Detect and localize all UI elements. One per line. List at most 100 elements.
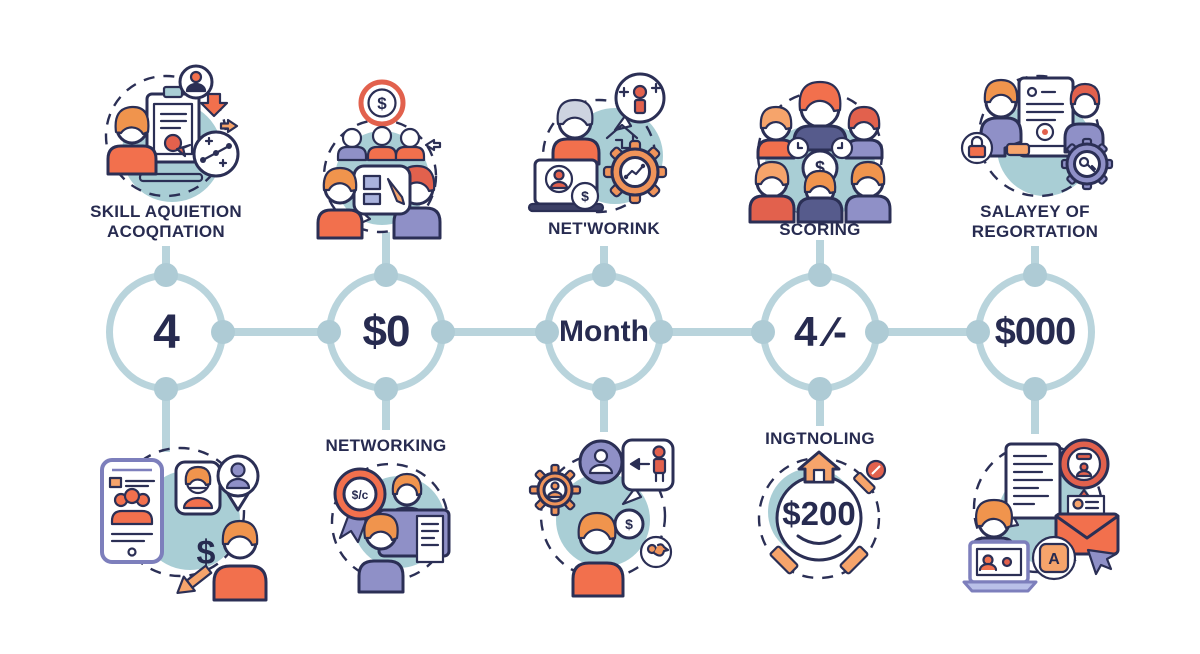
badge-review-illustration: $/c bbox=[330, 462, 451, 594]
email-icon bbox=[1054, 494, 1120, 556]
connector-bottom-4 bbox=[816, 386, 824, 426]
cursor-icon bbox=[1086, 548, 1118, 576]
left-person-icon bbox=[316, 166, 364, 240]
node-dot bbox=[1023, 377, 1047, 401]
chart-gear-icon bbox=[602, 139, 668, 205]
skill-acquisition-illustration bbox=[104, 64, 240, 202]
dollar-coin-icon: $ bbox=[613, 508, 645, 540]
milestone-circle-3: Month bbox=[544, 272, 664, 392]
contract-workers-icon bbox=[955, 60, 1125, 202]
front-woman-icon bbox=[357, 512, 405, 594]
dollar-coin-icon: $ bbox=[358, 79, 406, 127]
badge-review-icon: $/c bbox=[315, 454, 465, 594]
down-arrow-icon bbox=[199, 92, 239, 134]
candidate-icon bbox=[212, 519, 268, 602]
person-circle-icon bbox=[578, 439, 624, 485]
milestone-value: $000 bbox=[994, 310, 1077, 353]
node-dot bbox=[211, 320, 235, 344]
contract-doc-icon bbox=[1017, 76, 1075, 158]
clock-icon bbox=[830, 136, 854, 160]
milestone-value: 4 bbox=[153, 305, 180, 359]
node-dot bbox=[374, 263, 398, 287]
milestone-circle-4: 4 ⁄- bbox=[760, 272, 880, 392]
person-front-right-icon bbox=[844, 160, 892, 224]
connector-top-2 bbox=[382, 232, 390, 280]
milestone-circle-2: $0 bbox=[326, 272, 446, 392]
clock-icon bbox=[786, 136, 810, 160]
letter-a-glyph: A bbox=[1048, 551, 1060, 568]
exchange-arrow-icon bbox=[176, 564, 213, 595]
apply-online-illustration: A bbox=[962, 438, 1120, 593]
connector-bottom-2 bbox=[382, 386, 390, 430]
coin-glyph: $ bbox=[625, 516, 633, 532]
milestone-value: 4 ⁄- bbox=[793, 308, 847, 355]
contract-workers-illustration bbox=[960, 74, 1114, 198]
easel-board-icon bbox=[138, 85, 204, 183]
team-money-chat-illustration: $ bbox=[316, 79, 442, 240]
node-dot bbox=[154, 263, 178, 287]
node-dot bbox=[431, 320, 455, 344]
woman-laptop-icon bbox=[962, 498, 1038, 593]
node-dot bbox=[592, 377, 616, 401]
connector-bottom-5 bbox=[1031, 386, 1039, 434]
bird-circle-icon bbox=[639, 535, 673, 569]
milestone-value: Month bbox=[559, 315, 649, 348]
idea-gear-illustration: $ bbox=[527, 72, 668, 214]
node-dot bbox=[374, 377, 398, 401]
skill-map-icon bbox=[192, 130, 240, 178]
person-badge-icon bbox=[178, 64, 214, 100]
bottom-label-4: INGTNOLING bbox=[765, 429, 875, 448]
percent-dot-icon bbox=[865, 459, 887, 481]
coin-glyph: $ bbox=[815, 158, 825, 178]
referral-bubble-icon bbox=[621, 438, 675, 506]
top-label-5-line1: SALAYEY OF bbox=[980, 202, 1090, 221]
lock-badge-icon bbox=[960, 131, 994, 165]
idea-gear-icon: $ bbox=[527, 68, 677, 218]
idea-bubble-icon bbox=[613, 72, 666, 132]
mobile-recruiting-illustration: $ bbox=[100, 446, 268, 602]
mobile-recruiting-icon: $ bbox=[88, 436, 268, 604]
milestone-circle-1: 4 bbox=[106, 272, 226, 392]
center-person-icon bbox=[571, 511, 625, 598]
connector-bottom-3 bbox=[600, 386, 608, 432]
badge-glyph: $/c bbox=[352, 488, 369, 502]
coin-glyph: $ bbox=[377, 94, 387, 113]
top-label-1-line2: ACOQΠATION bbox=[107, 222, 225, 241]
top-label-1: SKILL AQUIETION ACOQΠATION bbox=[66, 202, 266, 242]
node-dot bbox=[649, 320, 673, 344]
person-icon bbox=[551, 98, 601, 166]
milestone-value: $0 bbox=[362, 307, 411, 356]
team-money-chat-icon: $ bbox=[310, 76, 450, 244]
referral-chat-illustration: $ bbox=[528, 438, 675, 598]
stamp-peg-icon bbox=[839, 545, 869, 575]
profile-card-icon bbox=[174, 460, 222, 516]
node-dot bbox=[808, 263, 832, 287]
scoring-group-illustration: $ bbox=[748, 80, 892, 224]
person-gear-icon bbox=[528, 463, 582, 517]
node-dot bbox=[317, 320, 341, 344]
apply-online-icon: A bbox=[950, 430, 1128, 595]
top-label-1-line1: SKILL AQUIETION bbox=[90, 202, 242, 221]
scoring-group-icon: $ bbox=[744, 74, 896, 224]
phone-icon bbox=[100, 458, 164, 564]
skill-acquisition-icon bbox=[90, 56, 245, 206]
connector-top-4 bbox=[816, 240, 824, 280]
house-icon bbox=[797, 450, 841, 484]
top-label-5: SALAYEY OF REGORTATION bbox=[935, 202, 1135, 242]
coin-glyph: $ bbox=[581, 188, 589, 204]
connector-bottom-1 bbox=[162, 386, 170, 452]
referral-chat-icon: $ bbox=[523, 428, 678, 598]
person-front-center-icon bbox=[796, 169, 844, 224]
person-right-icon bbox=[844, 105, 884, 160]
node-dot bbox=[1023, 263, 1047, 287]
node-dot bbox=[592, 263, 616, 287]
speech-bubble-doc-icon bbox=[352, 164, 412, 228]
dollar-sign: $ bbox=[197, 534, 216, 572]
person-front-left-icon bbox=[748, 160, 796, 224]
offer-stamp-icon bbox=[748, 444, 890, 586]
stamp-peg-icon bbox=[853, 471, 876, 495]
settings-gear-icon bbox=[1060, 137, 1114, 191]
node-dot bbox=[751, 320, 775, 344]
top-label-3: NET'WORINK bbox=[548, 219, 660, 238]
node-dot bbox=[535, 320, 559, 344]
